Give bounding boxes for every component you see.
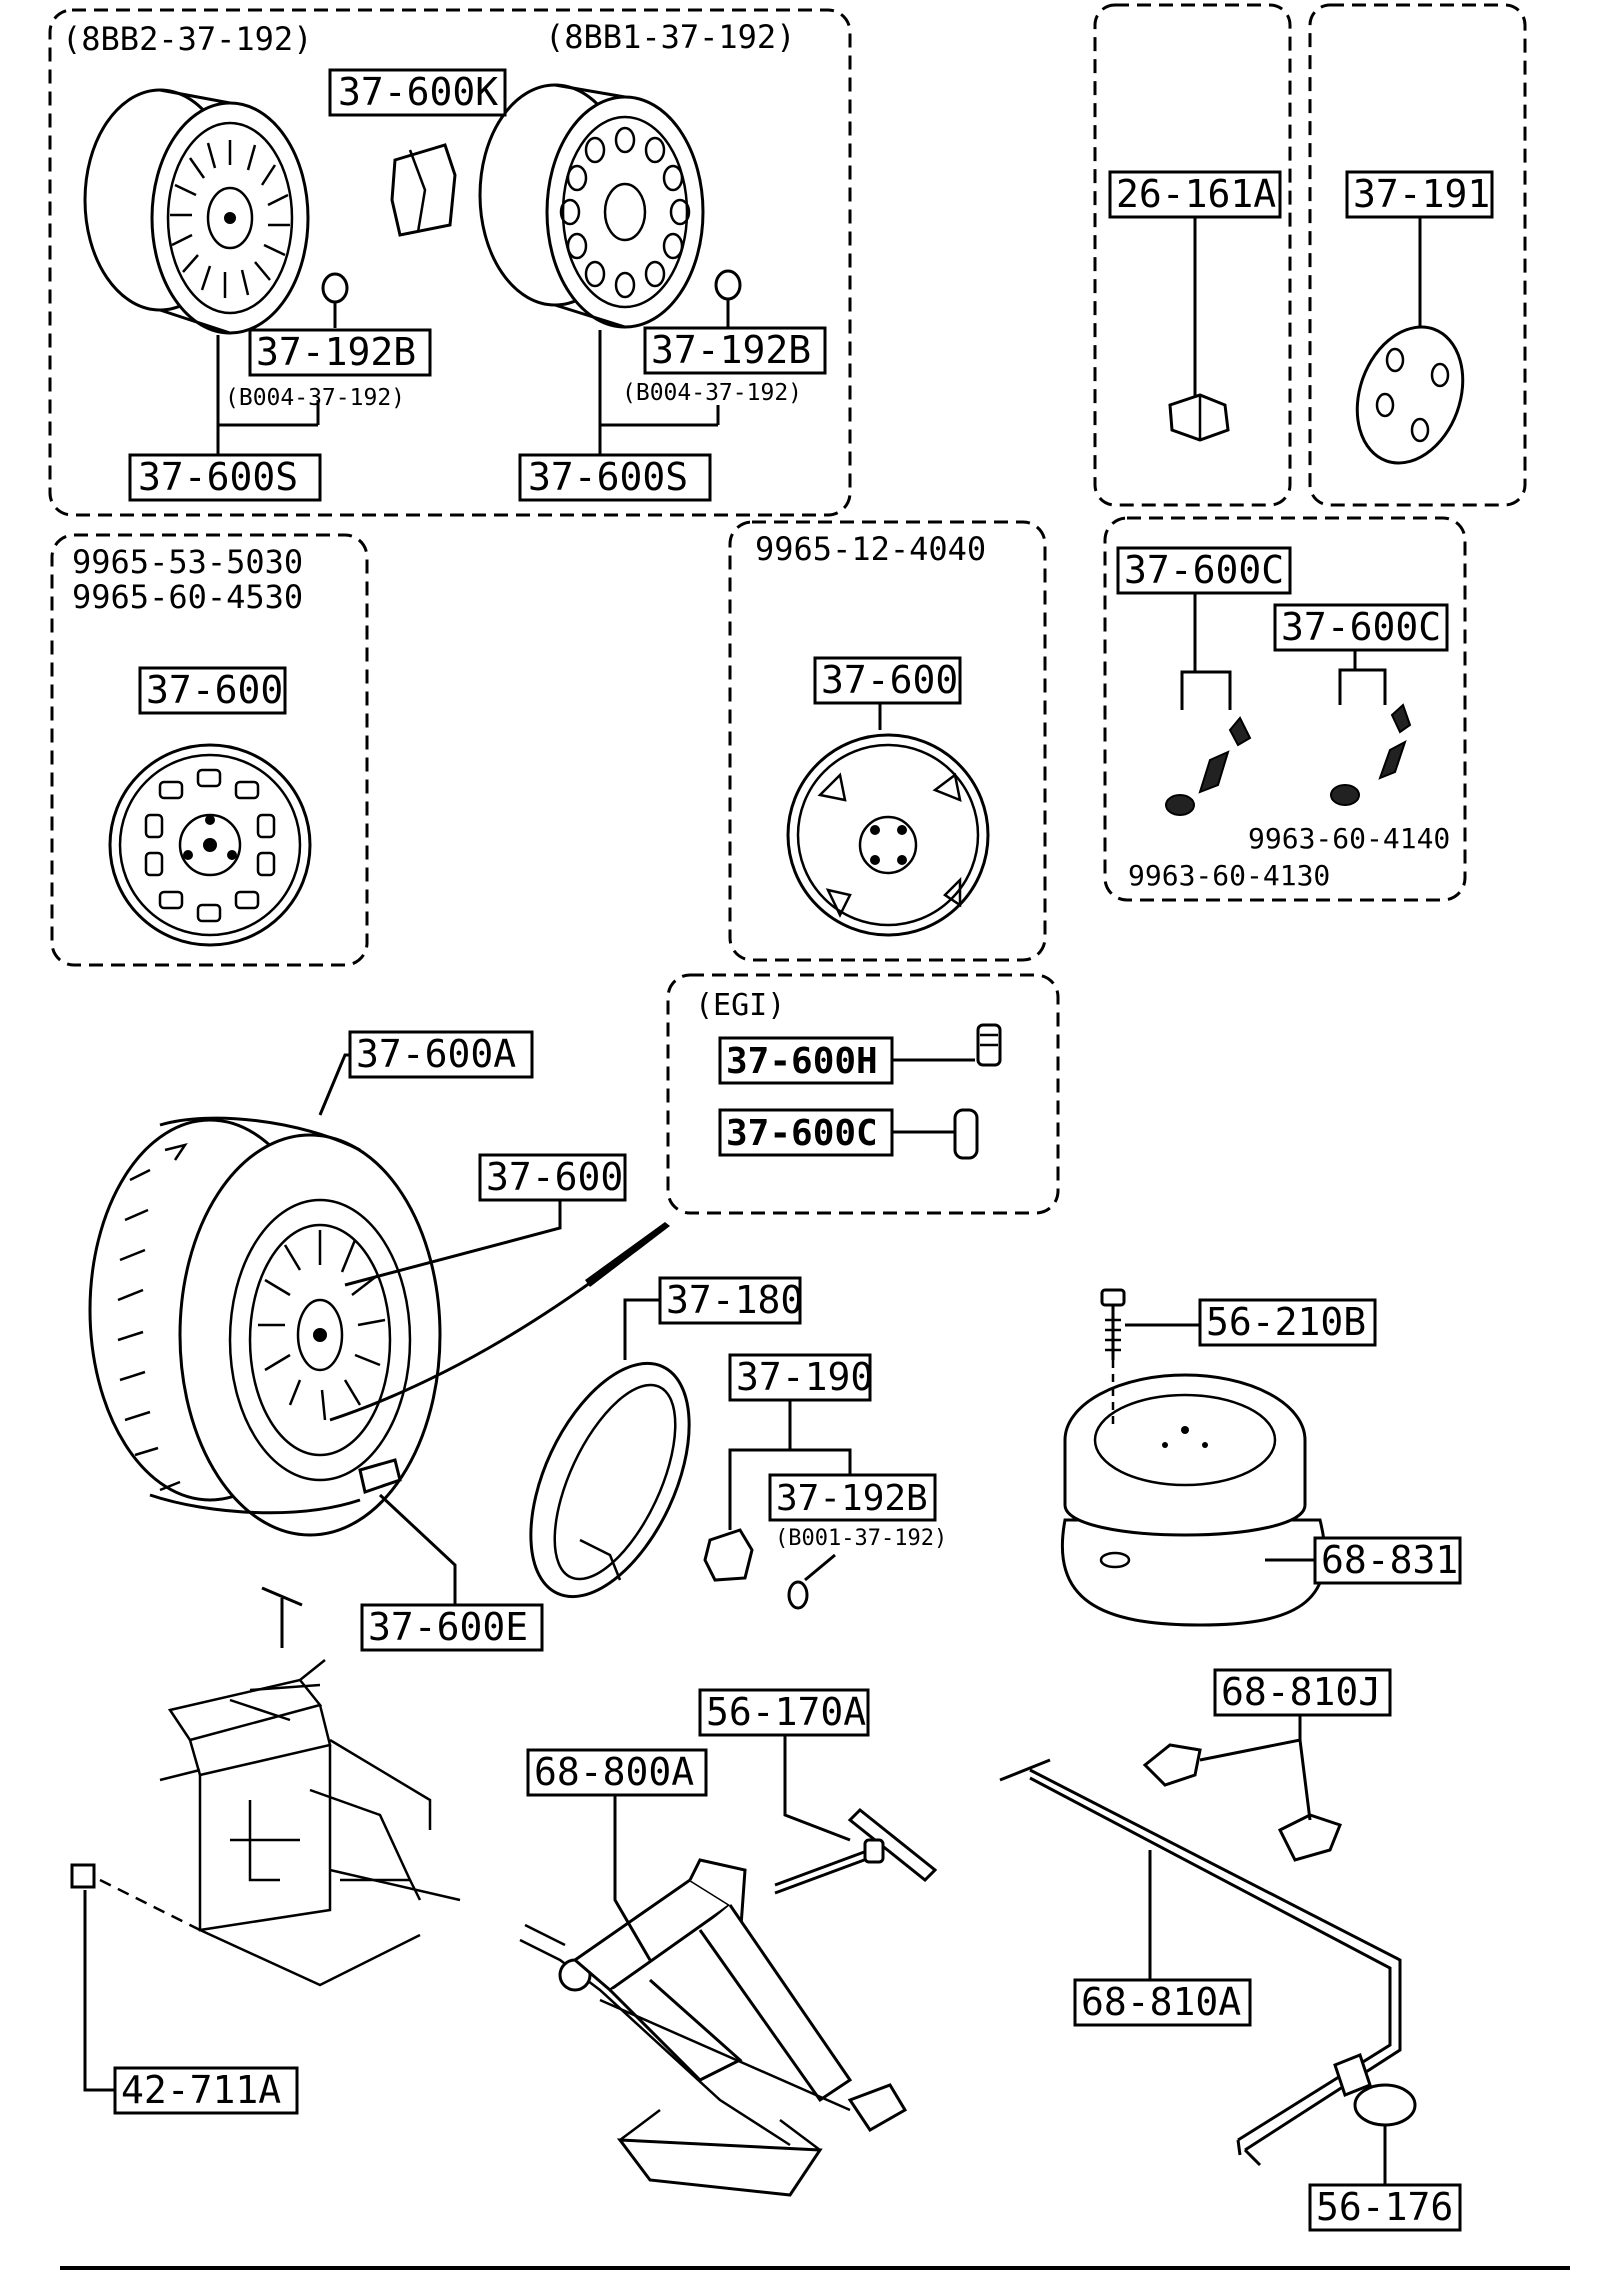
spare-carrier-icon	[1060, 1373, 1327, 1627]
group-code-1: 9965-53-5030	[72, 543, 303, 581]
group-steel-wheel: 9965-53-5030 9965-60-4530 37-600	[50, 533, 369, 967]
part-label-56-176: 56-176	[1316, 2185, 1453, 2229]
lug-nut-icon	[1168, 393, 1230, 442]
balance-weight-clip	[390, 143, 457, 237]
part-label-37-180: 37-180	[666, 1278, 803, 1322]
group-lug-nut: 26-161A	[1093, 3, 1292, 507]
lug-wrench-icon	[999, 1758, 1402, 2167]
part-code-b001: (B001-37-192)	[775, 1526, 947, 1551]
part-code-b004: (B004-37-192)	[622, 380, 802, 406]
part-label-37-192B: 37-192B	[256, 330, 416, 374]
part-label-37-600: 37-600	[821, 658, 958, 702]
part-label-37-600H: 37-600H	[726, 1041, 878, 1082]
group-code-2: 9963-60-4130	[1128, 859, 1330, 892]
part-label-56-170A: 56-170A	[706, 1690, 866, 1734]
balance-weight-icon	[358, 1458, 402, 1494]
part-label-37-600S: 37-600S	[528, 455, 688, 499]
part-label-37-191: 37-191	[1353, 172, 1490, 216]
wrench-bracket-icon	[1333, 2053, 1417, 2127]
group-code-left: (8BB2-37-192)	[62, 20, 312, 58]
o-ring-icon	[787, 1580, 809, 1610]
part-label-37-600C: 37-600C	[726, 1113, 878, 1154]
part-label-42-711A: 42-711A	[121, 2068, 281, 2112]
center-cap-icon	[1355, 325, 1465, 465]
part-label-37-192B: 37-192B	[651, 328, 811, 372]
group-label-egi: (EGI)	[695, 988, 785, 1023]
wheel-slots-left	[170, 140, 290, 298]
tire-assembly	[88, 1053, 670, 1537]
group-code: 9965-12-4040	[755, 530, 986, 568]
part-label-37-600C: 37-600C	[1124, 548, 1284, 592]
group-alloy-wheels: (8BB2-37-192) (8BB1-37-192)	[48, 8, 852, 517]
wrench-clip-icon	[1142, 1743, 1342, 1862]
jack-handle-icon	[774, 1807, 938, 1895]
part-label-37-600K: 37-600K	[338, 70, 498, 114]
part-label-68-831: 68-831	[1321, 1538, 1458, 1582]
group-spare-wheel: 9965-12-4040 37-600	[728, 520, 1047, 962]
valve-nut-icon	[703, 1528, 754, 1582]
part-label-26-161A: 26-161A	[1116, 172, 1276, 216]
part-label-37-600: 37-600	[486, 1155, 623, 1199]
group-code-2: 9965-60-4530	[72, 578, 303, 616]
inner-tube-icon	[529, 1361, 691, 1599]
hold-down-bolt-icon	[1100, 1288, 1126, 1360]
group-center-cap: 37-191	[1308, 3, 1527, 507]
part-label-56-210B: 56-210B	[1206, 1300, 1366, 1344]
part-label-37-600: 37-600	[146, 668, 283, 712]
alloy-wheel-slotted	[83, 88, 310, 335]
clip-icon	[70, 1863, 96, 1889]
steel-wheel-icon	[108, 743, 312, 947]
part-label-37-600S: 37-600S	[138, 455, 298, 499]
tread-pattern	[117, 1143, 188, 1492]
alloy-wheel-holed	[478, 83, 705, 329]
valve-core-icon	[953, 1023, 1002, 1160]
spare-wheel-icon	[786, 733, 990, 937]
group-code-right: (8BB1-37-192)	[545, 18, 795, 56]
part-label-68-810J: 68-810J	[1221, 1670, 1381, 1714]
group-egi: (EGI) 37-600H 37-600C	[666, 973, 1060, 1215]
group-alloy-wheels-border	[48, 8, 852, 517]
part-label-37-600E: 37-600E	[368, 1605, 528, 1649]
t-handle-icon	[261, 1586, 303, 1648]
group-code-1: 9963-60-4140	[1248, 822, 1450, 855]
part-label-37-600A: 37-600A	[356, 1032, 516, 1076]
part-label-37-192B: 37-192B	[776, 1478, 928, 1519]
valve-cap-icon	[321, 272, 349, 304]
part-code-b004: (B004-37-192)	[225, 385, 405, 411]
part-label-37-600C: 37-600C	[1281, 605, 1441, 649]
group-valve-stems: 37-600C 37-600C 9963-60-4140 9963-60-413…	[1103, 516, 1467, 902]
scissor-jack-icon	[519, 1858, 908, 2197]
part-label-68-800A: 68-800A	[534, 1750, 694, 1794]
part-label-37-190: 37-190	[736, 1355, 873, 1399]
part-label-68-810A: 68-810A	[1081, 1980, 1241, 2024]
jack-storage-icon	[99, 1659, 461, 1987]
valve-cap-icon	[714, 269, 742, 301]
wheel-holes-right	[559, 126, 691, 299]
valve-stem-icon	[1165, 703, 1412, 816]
